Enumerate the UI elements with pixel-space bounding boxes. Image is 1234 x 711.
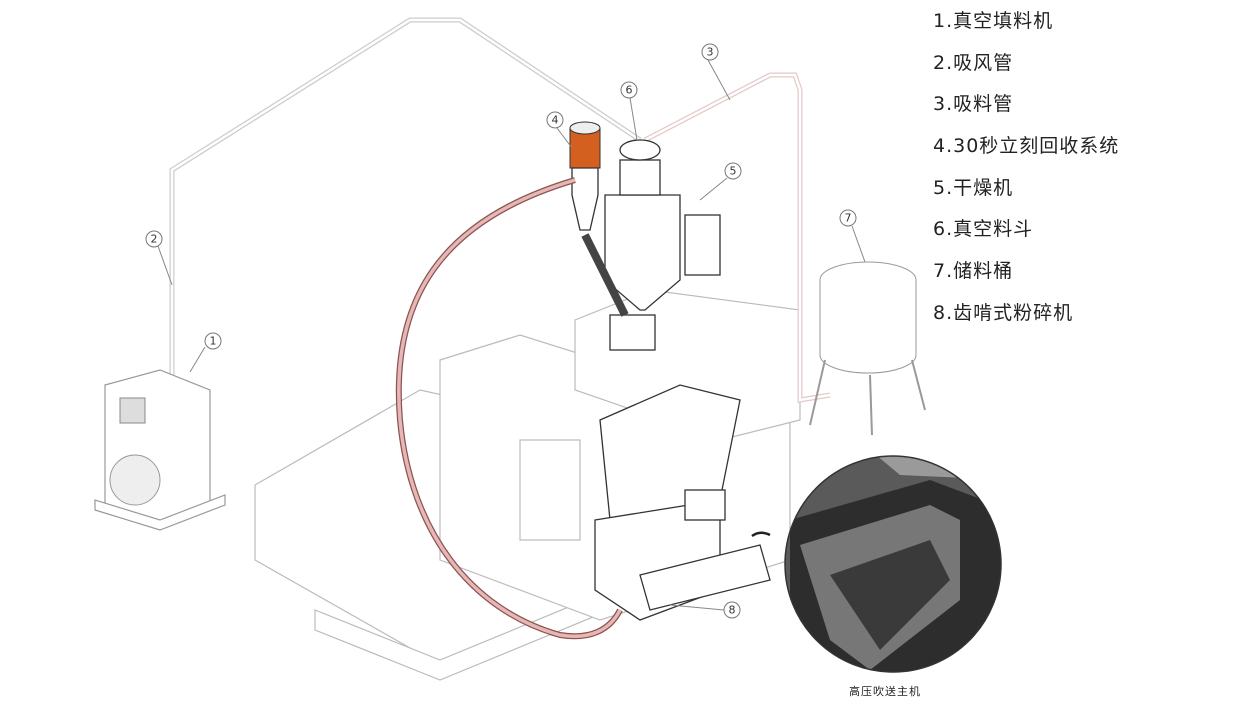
granulator [594,384,771,621]
storage-bin [809,261,926,436]
svg-text:6: 6 [626,84,633,97]
svg-text:1: 1 [210,335,217,348]
legend-item: 3.吸料管 [933,93,1014,116]
svg-text:4: 4 [552,114,559,127]
detail-magnifier [751,455,1002,673]
callout-2: 2 [145,230,173,286]
legend-item: 1.真空填料机 [933,10,1054,32]
callout-3: 3 [701,43,731,101]
recovery-system [569,121,629,317]
legend-item: 6.真空料斗 [933,218,1034,241]
legend-item: 4.30秒立刻回收系统 [933,135,1120,158]
legend: 1.真空填料机 2.吸风管 3.吸料管 4.30秒立刻回收系统 5.干燥机 6.… [933,8,1119,342]
legend-item: 8.齿啃式粉碎机 [933,301,1074,324]
callout-5: 5 [699,162,742,201]
svg-text:3: 3 [707,46,714,59]
vacuum-loader [94,369,226,531]
dryer [604,139,721,351]
svg-text:7: 7 [845,212,852,225]
svg-text:5: 5 [730,165,737,178]
callout-6: 6 [620,81,638,141]
detail-caption: 高压吹送主机 [849,685,921,698]
callout-8: 8 [669,601,741,619]
svg-text:8: 8 [729,604,736,617]
svg-text:2: 2 [151,233,158,246]
legend-item: 5.干燥机 [933,176,1014,199]
legend-item: 2.吸风管 [933,51,1014,74]
callout-7: 7 [839,209,866,263]
callout-4: 4 [546,111,573,149]
callout-1: 1 [189,332,222,373]
legend-item: 7.储料桶 [933,260,1014,283]
